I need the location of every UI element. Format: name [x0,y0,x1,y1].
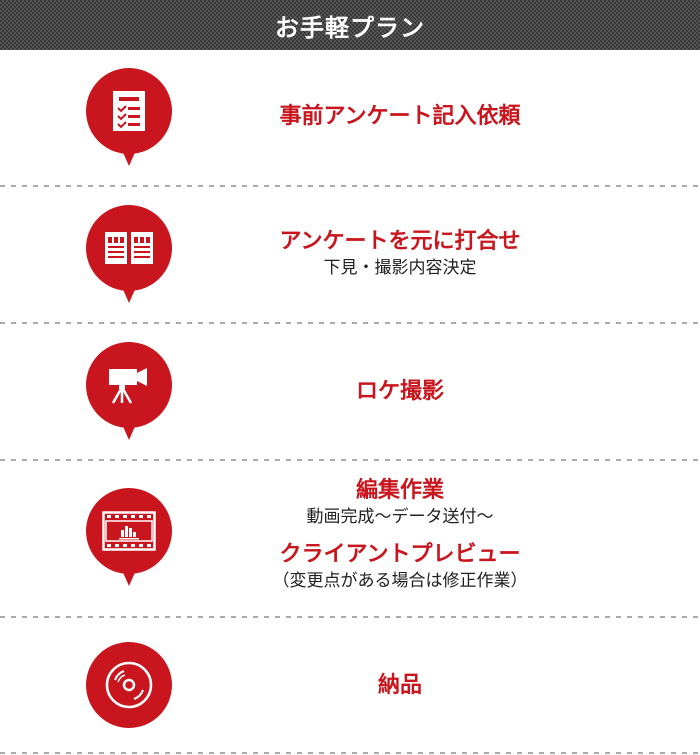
step-5-pin [86,642,172,742]
step-1-text: 事前アンケート記入依頼 [200,103,600,131]
divider [0,616,700,618]
step-subtitle: 下見・撮影内容決定 [323,258,477,278]
plan-header: お手軽プラン [0,0,700,50]
film-chart-icon [102,511,156,551]
step-2-text: アンケートを元に打合せ 下見・撮影内容決定 [200,228,600,280]
disc-icon [105,661,153,709]
open-book-icon [105,232,153,264]
divider [0,752,700,754]
divider [0,185,700,187]
step-title-secondary: クライアントプレビュー [279,542,521,567]
step-title: 事前アンケート記入依頼 [279,104,521,129]
step-title: 納品 [377,673,422,698]
checklist-icon [113,91,145,131]
step-3-text: ロケ撮影 [200,378,600,406]
step-5-text: 納品 [200,672,600,700]
step-3-pin [86,342,172,442]
step-title: アンケートを元に打合せ [279,229,521,254]
step-4-pin [86,488,172,588]
plan-title: お手軽プラン [275,13,425,42]
step-4-text: 編集作業 動画完成～データ送付～ クライアントプレビュー （変更点がある場合は修… [200,477,600,593]
step-title: ロケ撮影 [355,379,444,404]
step-subtitle-secondary: （変更点がある場合は修正作業） [272,571,528,591]
divider [0,459,700,461]
divider [0,322,700,324]
step-2-pin [86,205,172,305]
video-camera-icon [109,368,147,404]
step-1-pin [86,68,172,168]
step-subtitle: 動画完成～データ送付～ [306,507,494,527]
step-title: 編集作業 [355,478,444,503]
